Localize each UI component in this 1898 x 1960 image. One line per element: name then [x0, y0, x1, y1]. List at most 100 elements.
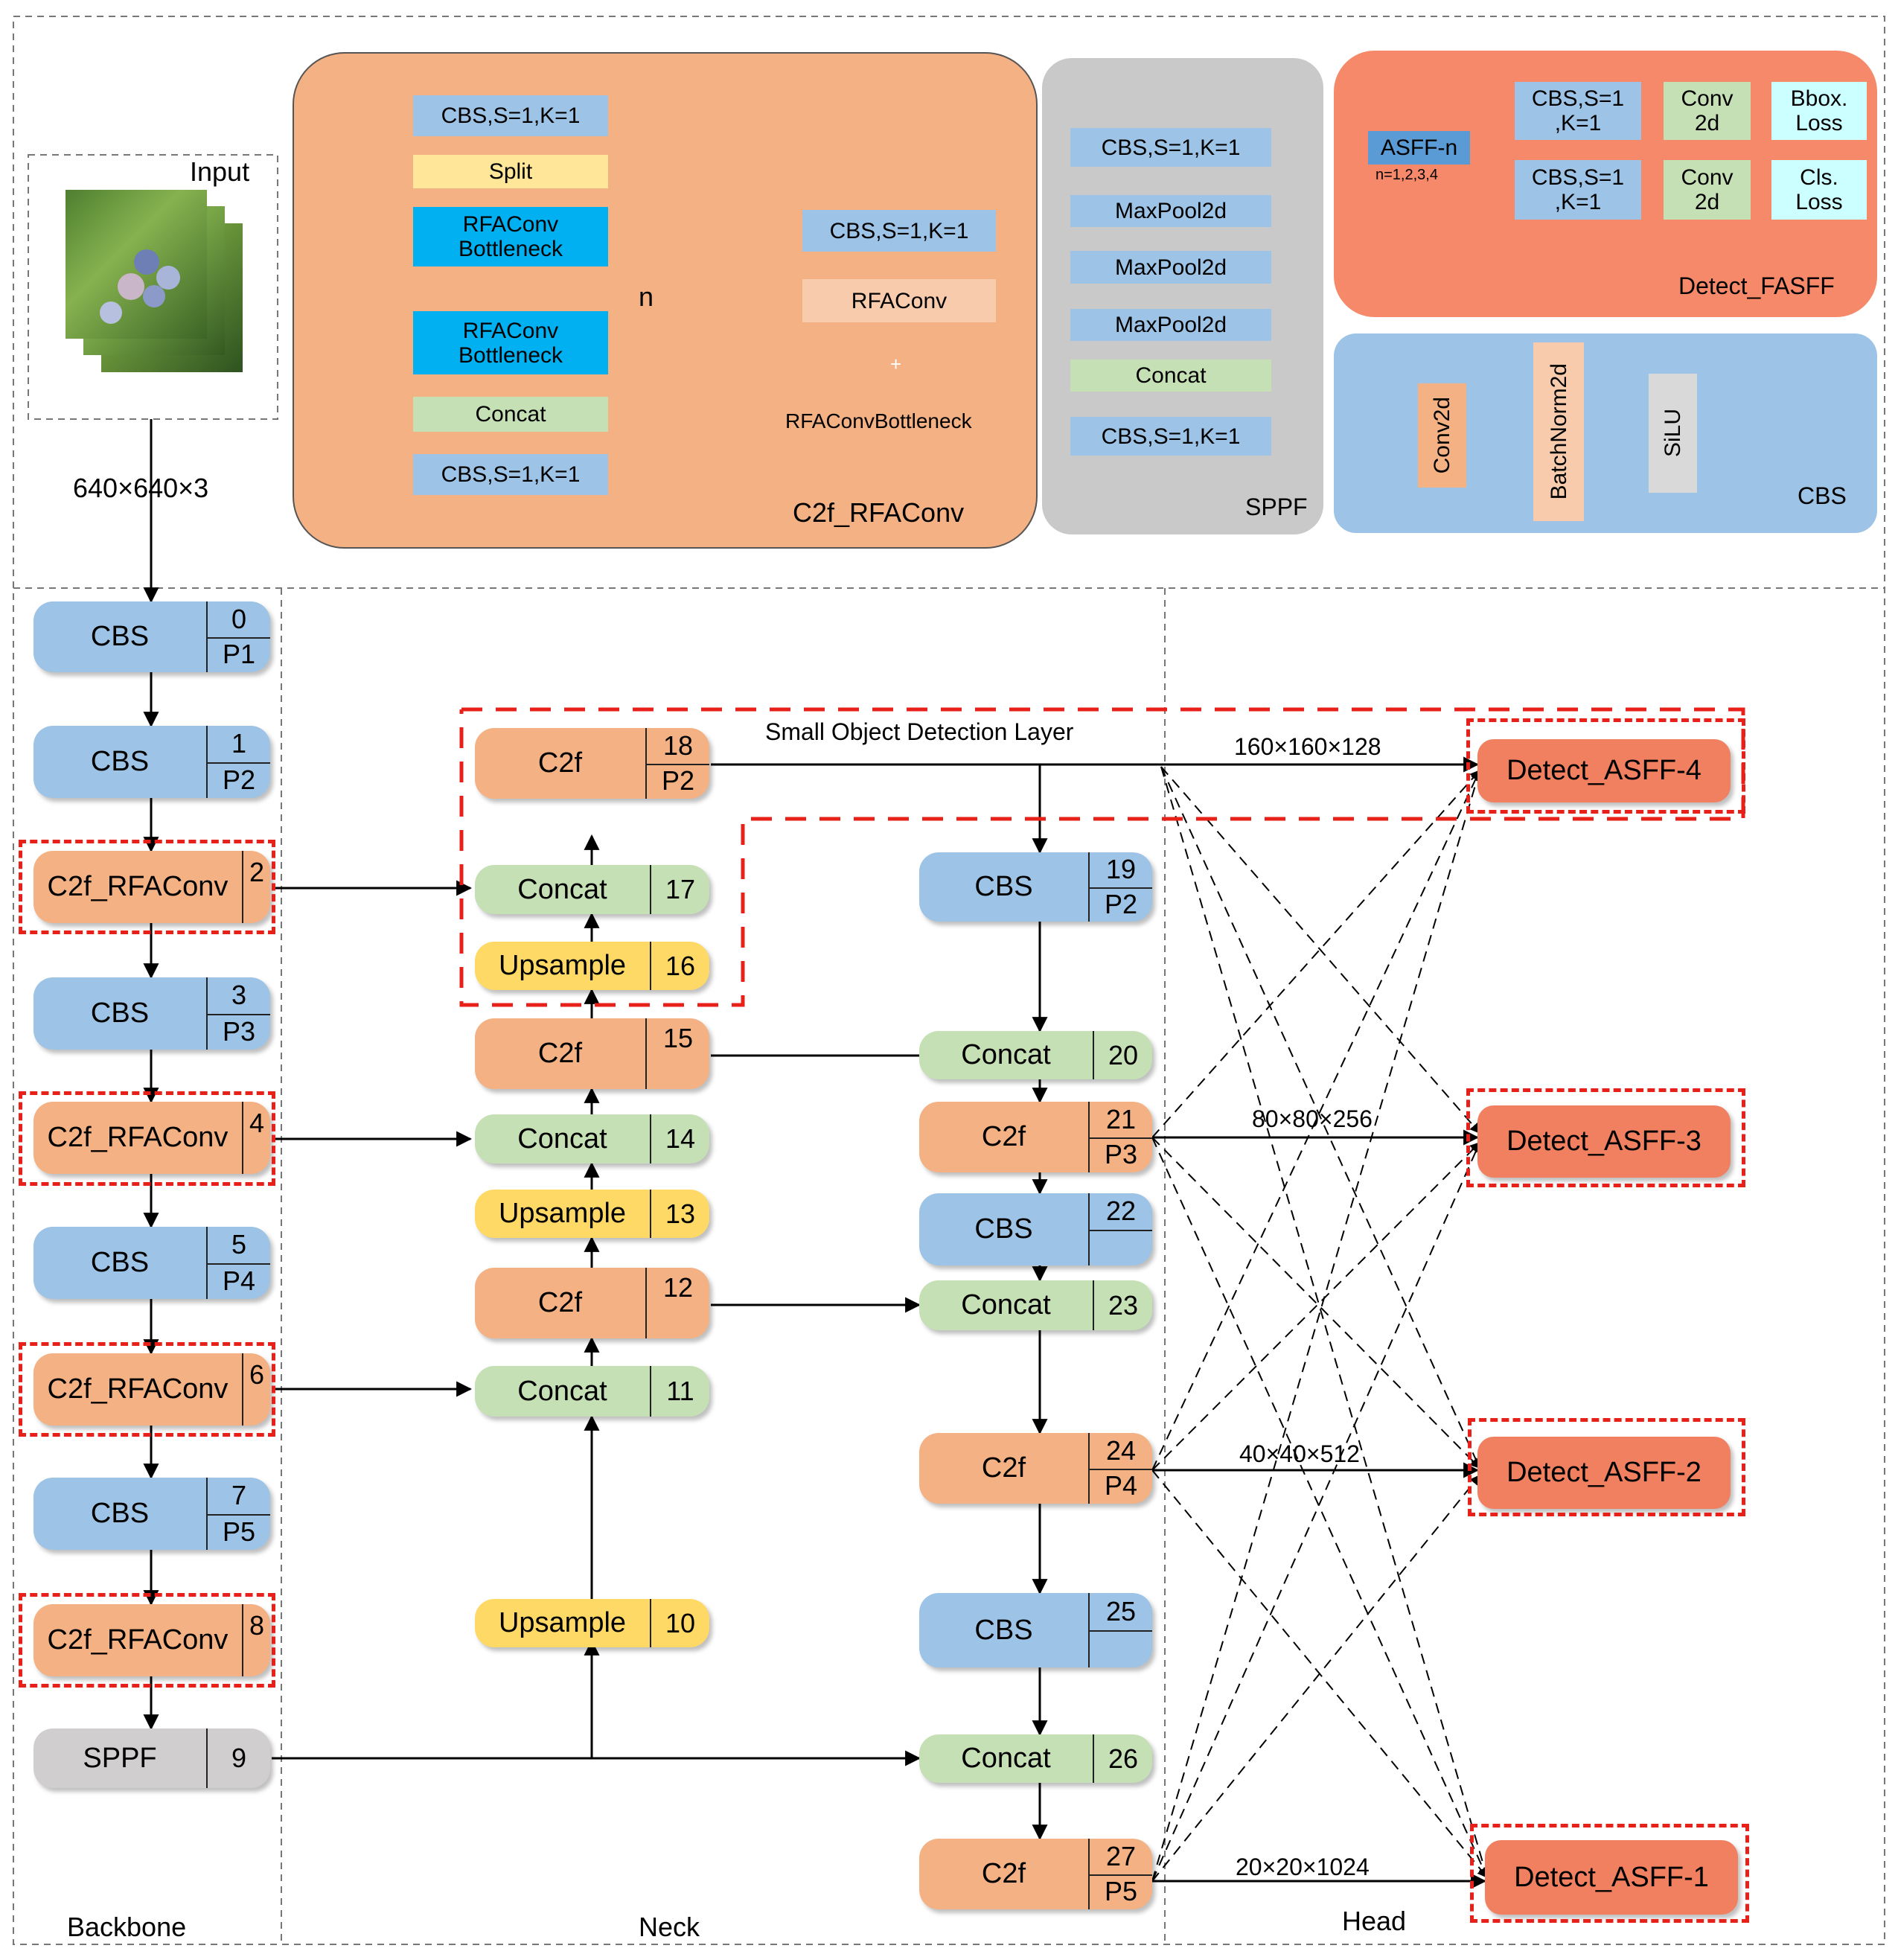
feature-size-3: 80×80×256 — [1252, 1105, 1373, 1132]
fasff-conv2d-2: Conv 2d — [1664, 160, 1751, 220]
block-index: 25 — [1088, 1593, 1152, 1667]
index-level: P5 — [222, 1516, 256, 1547]
block-index: 8 — [242, 1604, 270, 1676]
block-name: C2f_RFAConv — [47, 1624, 229, 1656]
index-number: 15 — [662, 1023, 694, 1053]
block-name: C2f_RFAConv — [47, 871, 229, 902]
index-number: 6 — [249, 1359, 265, 1390]
block-name: CBS — [90, 621, 150, 652]
block-name: Detect_ASFF-3 — [1506, 1126, 1702, 1157]
backbone-block-4: C2f_RFAConv 4 — [33, 1102, 270, 1174]
index-level: P2 — [222, 764, 256, 795]
maxpool-2: MaxPool2d — [1070, 251, 1271, 284]
index-level: P3 — [1104, 1139, 1138, 1170]
block-name: C2f_RFAConv — [47, 1122, 229, 1153]
block-index: 22 — [1088, 1193, 1152, 1265]
index-number: 0 — [231, 603, 247, 634]
feature-size-2: 40×40×512 — [1239, 1440, 1360, 1467]
fasff-cbs-2: CBS,S=1 ,K=1 — [1515, 160, 1641, 220]
section-label-neck: Neck — [639, 1912, 700, 1942]
c2f-rfaconv-panel-title: C2f_RFAConv — [793, 497, 965, 528]
split-block: Split — [413, 155, 608, 188]
block-name: CBS — [90, 746, 150, 777]
cls-loss-block: Cls. Loss — [1771, 160, 1867, 220]
index-number: 19 — [1105, 854, 1137, 885]
block-name: CBS — [90, 1498, 150, 1529]
rfaconv-bottleneck-2: RFAConv Bottleneck — [413, 311, 608, 374]
sppf-panel-title: SPPF — [1245, 494, 1308, 520]
add-node-plus: + — [890, 353, 902, 375]
c2f-panel-concat: Concat — [413, 397, 608, 432]
index-level: P1 — [222, 639, 256, 670]
index-number: 3 — [231, 980, 247, 1011]
section-label-head: Head — [1342, 1906, 1407, 1936]
block-index: 23 — [1093, 1280, 1152, 1330]
index-number: 26 — [1108, 1743, 1139, 1774]
index-number: 11 — [666, 1376, 694, 1406]
block-name: C2f_RFAConv — [47, 1373, 229, 1405]
neck-block-15: C2f 15 — [475, 1018, 709, 1089]
repeat-n-label: n — [639, 281, 654, 312]
input-size-label: 640×640×3 — [73, 473, 209, 503]
index-number: 7 — [231, 1480, 247, 1511]
sppf-concat: Concat — [1070, 360, 1271, 392]
block-name: C2f — [537, 747, 583, 779]
index-number: 17 — [665, 874, 696, 904]
index-level: P4 — [1104, 1470, 1138, 1501]
maxpool-1: MaxPool2d — [1070, 195, 1271, 227]
block-index: 15 — [645, 1018, 709, 1089]
index-number: 4 — [249, 1108, 265, 1138]
sppf-top-cbs: CBS,S=1,K=1 — [1070, 128, 1271, 167]
highlight-detect-asff-2 — [1468, 1418, 1745, 1516]
block-index: 16 — [650, 942, 709, 990]
block-name: C2f — [981, 1452, 1026, 1484]
index-number: 14 — [665, 1123, 696, 1154]
block-index: 10 — [650, 1599, 709, 1647]
block-name: C2f — [537, 1038, 583, 1069]
input-label: Input — [190, 156, 250, 187]
inset-cbs: CBS,S=1,K=1 — [802, 210, 996, 252]
maxpool-3: MaxPool2d — [1070, 309, 1271, 341]
block-name: Concat — [961, 1039, 1051, 1070]
cbs-batchnorm2d: BatchNorm2d — [1533, 342, 1584, 521]
bbox-loss-block: Bbox. Loss — [1771, 82, 1867, 140]
block-index: 2 — [242, 851, 270, 923]
index-number: 18 — [662, 730, 694, 761]
block-index: 4 — [242, 1102, 270, 1174]
c2f-panel-bottom-cbs: CBS,S=1,K=1 — [413, 454, 608, 495]
highlight-c2f-rfaconv-4 — [19, 1091, 275, 1186]
block-index: 9 — [206, 1728, 270, 1788]
detect-asff-1: Detect_ASFF-1 — [1485, 1840, 1738, 1915]
index-level: P2 — [661, 765, 695, 797]
index-number: 25 — [1105, 1596, 1137, 1627]
block-index: 14 — [650, 1114, 709, 1163]
feature-size-1: 20×20×1024 — [1236, 1854, 1370, 1880]
detect-asff-4: Detect_ASFF-4 — [1477, 739, 1731, 802]
